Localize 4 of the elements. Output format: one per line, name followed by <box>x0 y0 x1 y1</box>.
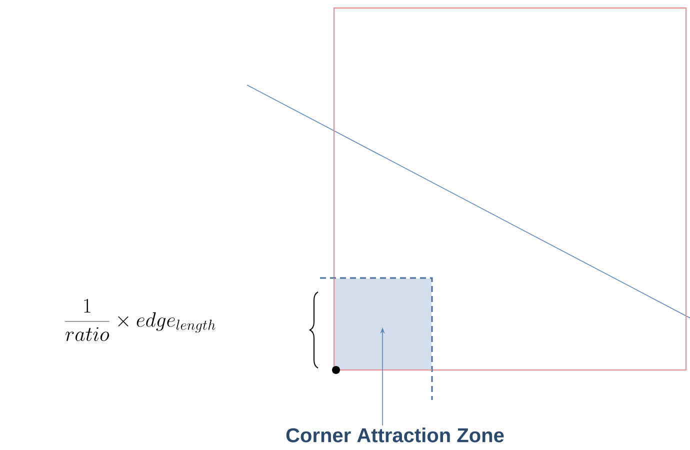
shaded-zone <box>320 277 433 400</box>
formula: $\frac{1}{ratio}\times edge_{length}$ <box>64 298 216 342</box>
zone-label: Corner Attraction Zone <box>286 428 504 442</box>
square-outline <box>334 8 686 370</box>
